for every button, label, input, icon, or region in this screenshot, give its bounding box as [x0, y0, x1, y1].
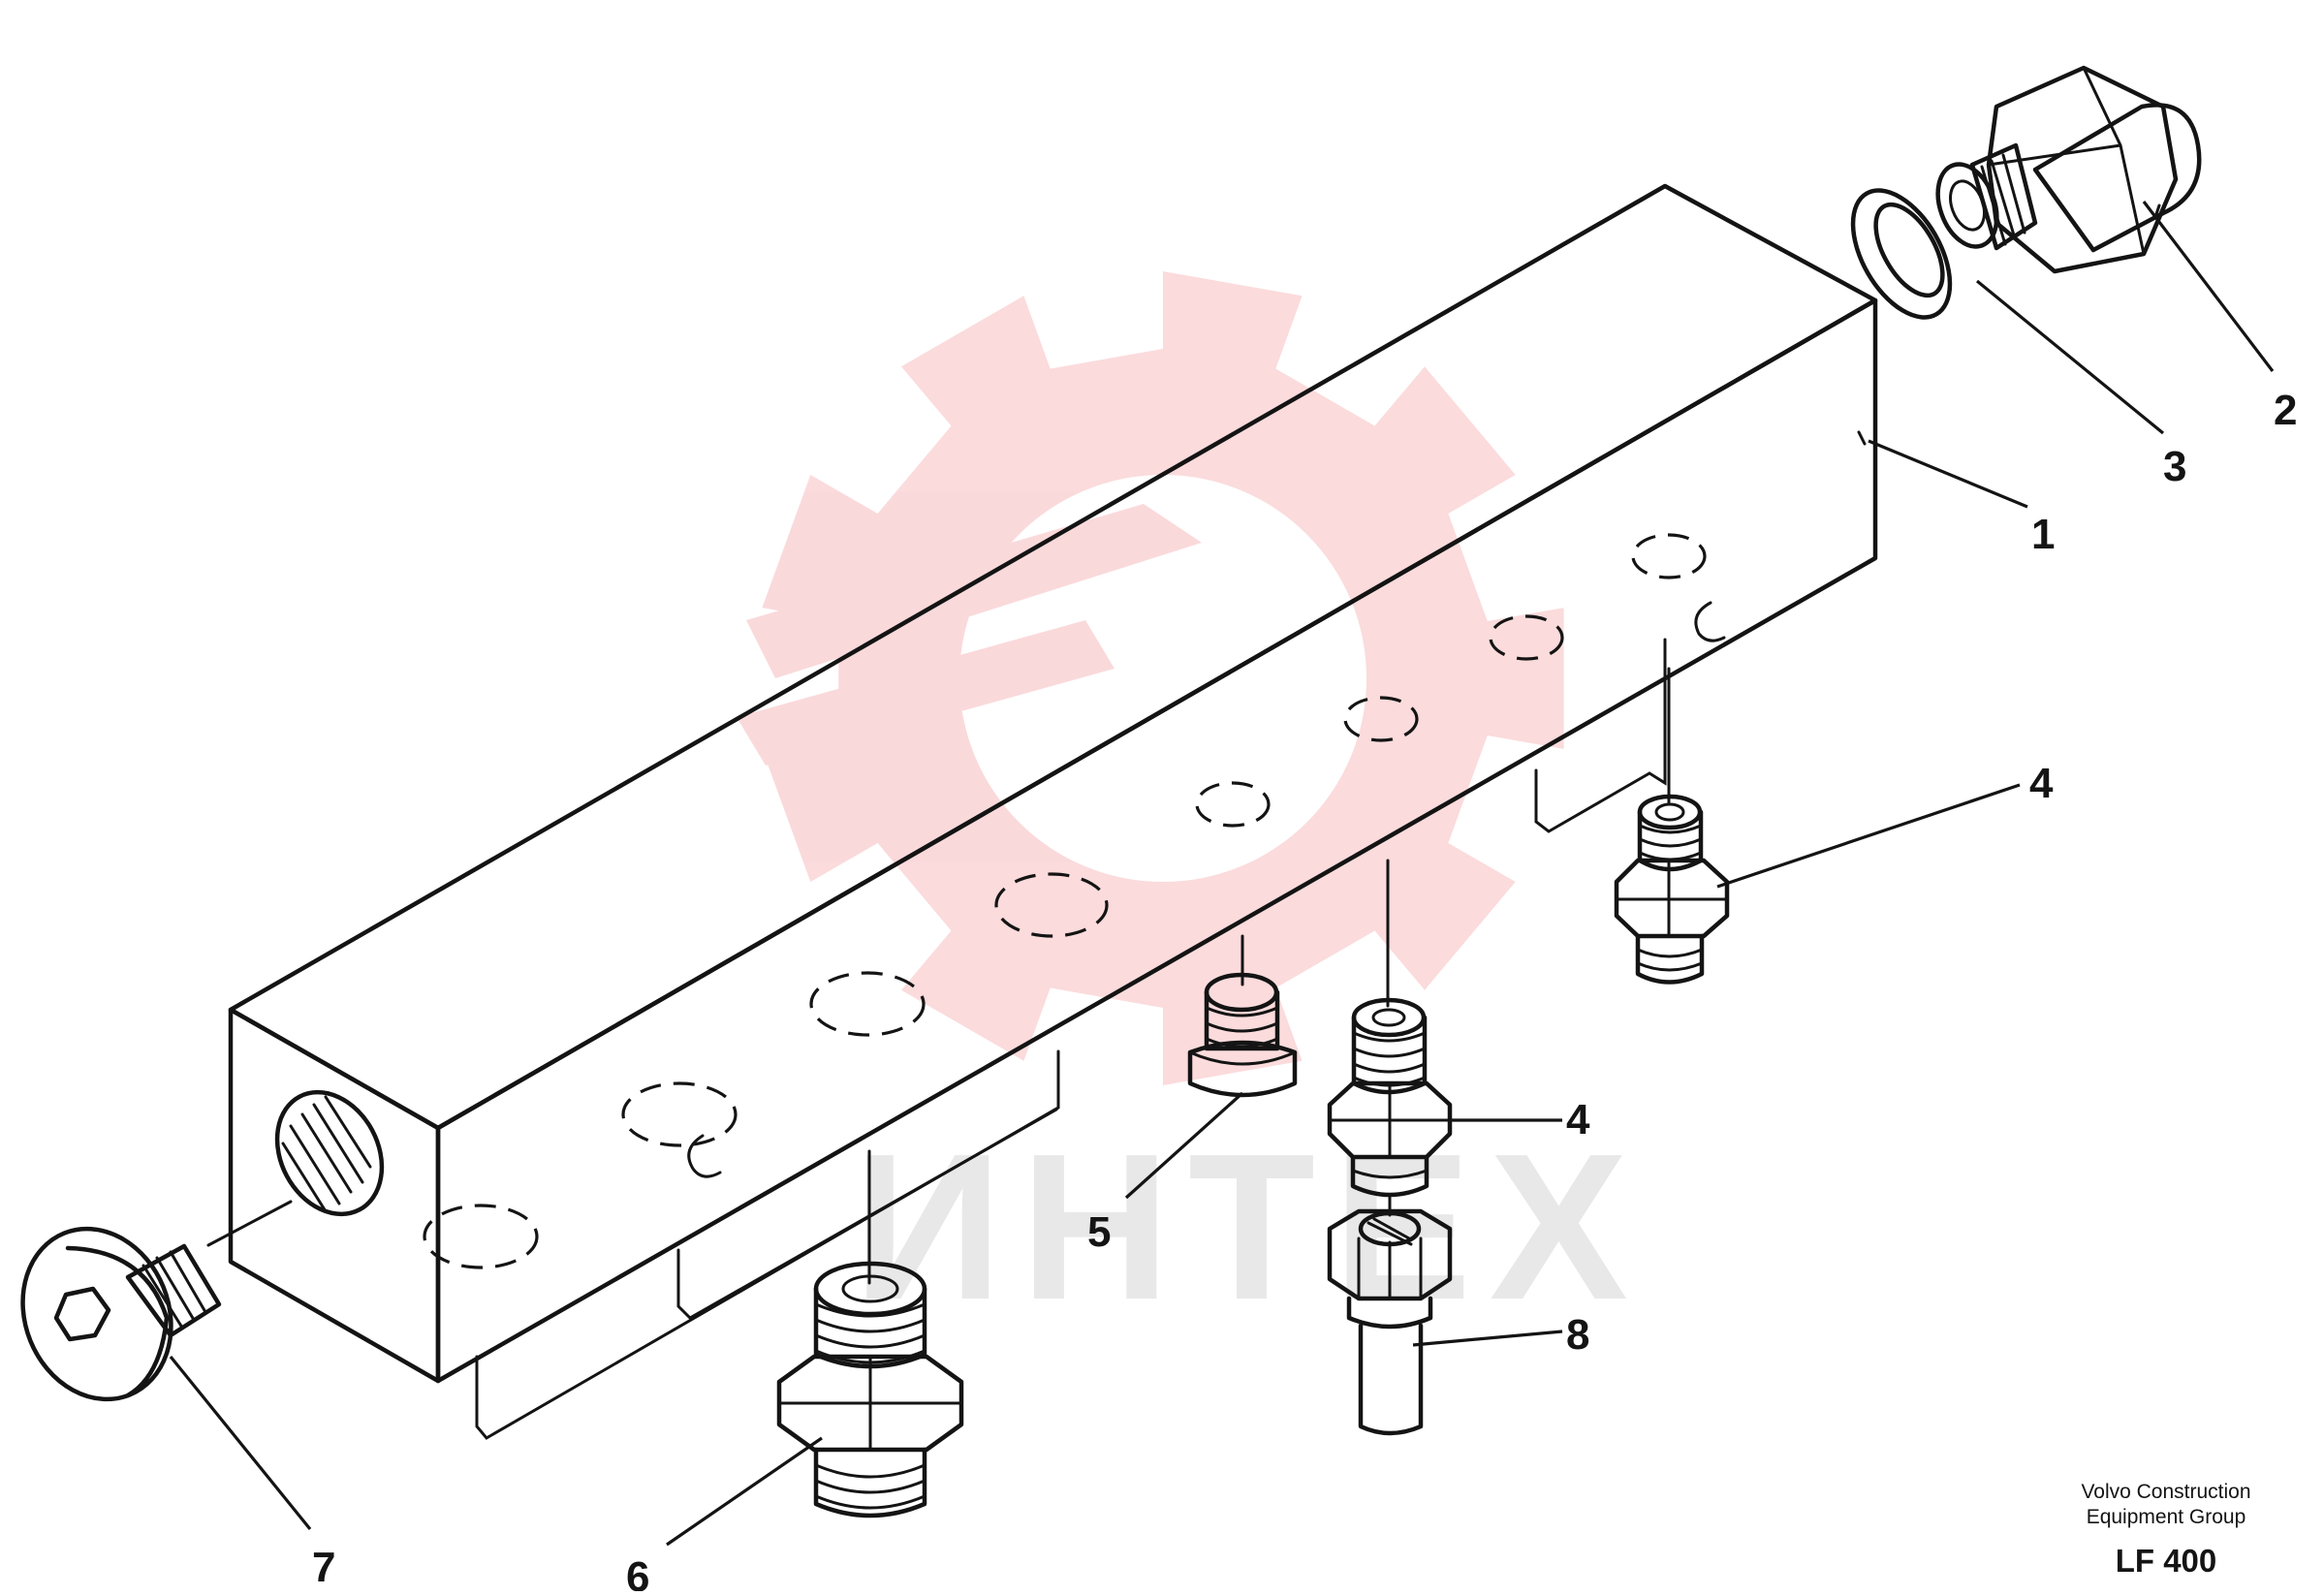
manifold-ports [423, 533, 1726, 1269]
union-nut-tube[interactable] [1327, 1194, 1453, 1436]
callout-1: 1 [2031, 511, 2055, 558]
manifold-top-center-line [436, 298, 1877, 1130]
callout-3: 3 [2163, 443, 2186, 490]
large-adapter-fitting[interactable] [776, 1149, 964, 1518]
callout-7: 7 [312, 1544, 335, 1591]
caption-line-1: Volvo Construction [2081, 1481, 2250, 1503]
watermark-text: ИНТЕХ [853, 1110, 1646, 1343]
hex-socket-plug[interactable] [0, 1200, 293, 1422]
manifold-end-port [274, 1089, 385, 1217]
callout-4-center: 4 [1566, 1096, 1590, 1143]
drawing-code: LF 400 [2116, 1543, 2217, 1579]
adapter-fitting-center[interactable] [1327, 859, 1453, 1198]
callout-2: 2 [2274, 387, 2297, 434]
callout-5: 5 [1087, 1208, 1111, 1256]
manifold-bottom-flange [676, 638, 1667, 1320]
watermark-gear-icon [737, 271, 1564, 1085]
seal-washer[interactable] [1833, 174, 1969, 334]
caption-line-2: Equipment Group [2087, 1506, 2246, 1528]
pressure-sensor[interactable] [1928, 65, 2202, 274]
callout-6: 6 [626, 1553, 649, 1591]
watermark: ИНТЕХ [737, 271, 1646, 1343]
callout-8: 8 [1566, 1311, 1589, 1359]
leader-lines [169, 201, 2275, 1547]
caption-block: Volvo Construction Equipment Group LF 40… [2081, 1481, 2250, 1579]
adapter-fitting-right[interactable] [1614, 667, 1730, 985]
manifold-mounting-foot [475, 1049, 1060, 1440]
callout-numbers: 1 2 3 4 4 5 6 7 8 [312, 387, 2297, 1596]
manifold-block[interactable] [228, 183, 1878, 1440]
threaded-plug[interactable] [1187, 934, 1298, 1098]
callout-4-right: 4 [2029, 760, 2054, 807]
manifold-end-face [228, 1007, 441, 1384]
